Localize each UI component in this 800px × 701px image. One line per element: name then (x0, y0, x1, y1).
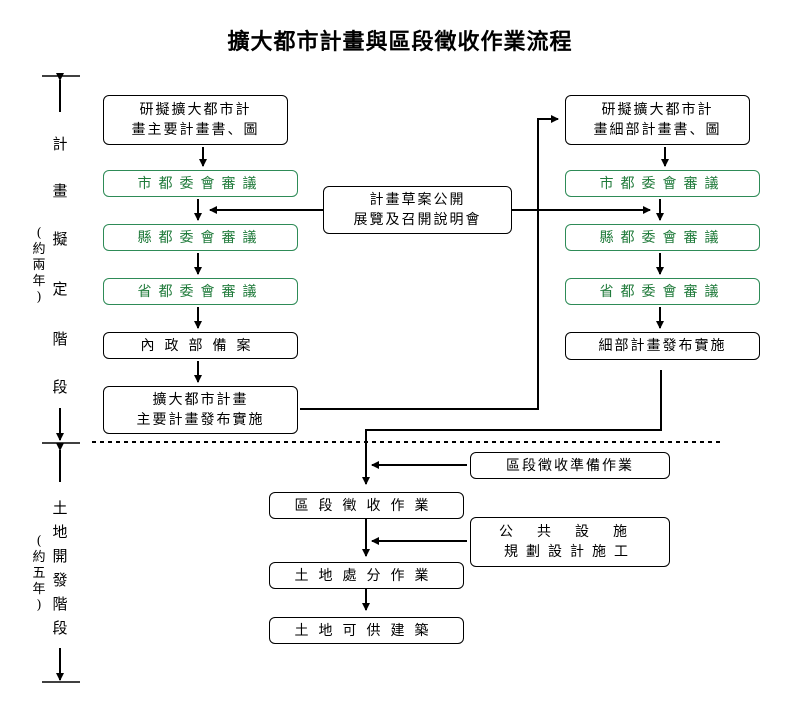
main-plan-draft-box: 研擬擴大都市計 畫主要計畫書、圖 (103, 95, 288, 145)
phase2-duration-char: ( (36, 534, 42, 549)
right-county-review-box: 縣都委會審議 (565, 224, 760, 251)
main-plan-draft-line2: 畫主要計畫書、圖 (131, 122, 260, 138)
phase2-label-char: 開 (52, 547, 68, 565)
phase1-label-char: 段 (52, 378, 68, 396)
main-plan-publish-line1: 擴大都市計畫 (152, 392, 249, 408)
public-exhibit-box: 計畫草案公開 展覽及召開說明會 (323, 186, 512, 234)
land-disposal-box: 土地處分作業 (269, 562, 464, 589)
interior-record-box: 內政部備案 (103, 332, 298, 359)
phase2-duration-char: 約 (32, 550, 46, 565)
right-city-review-box: 市都委會審議 (565, 170, 760, 197)
land-construction-box: 土地可供建築 (269, 617, 464, 644)
public-works-line1: 公共設施 (499, 524, 651, 540)
phase2-label-char: 地 (52, 523, 68, 541)
phase1-label-char: 計 (52, 135, 68, 153)
phase1-label-char: 階 (52, 330, 68, 348)
phase1-duration-char: 兩 (32, 258, 46, 273)
main-plan-draft-line1: 研擬擴大都市計 (139, 102, 252, 118)
detail-plan-draft-line2: 畫細部計畫書、圖 (593, 122, 722, 138)
phase1-label-char: 定 (52, 280, 68, 298)
phase2-label-char: 階 (52, 595, 68, 613)
main-plan-publish-box: 擴大都市計畫 主要計畫發布實施 (103, 386, 298, 434)
phase1-label-char: 畫 (52, 182, 68, 200)
expropriation-prep-box: 區段徵收準備作業 (470, 452, 670, 479)
phase2-duration-char: ) (36, 598, 42, 613)
main-plan-publish-line2: 主要計畫發布實施 (136, 412, 265, 428)
public-exhibit-line2: 展覽及召開說明會 (353, 212, 482, 228)
expropriation-box: 區段徵收作業 (269, 492, 464, 519)
arrow-main-to-detail (300, 115, 559, 410)
phase1-duration-char: ( (36, 226, 42, 241)
left-province-review-box: 省都委會審議 (103, 278, 298, 305)
detail-plan-publish-box: 細部計畫發布實施 (565, 332, 760, 360)
right-province-review-box: 省都委會審議 (565, 278, 760, 305)
detail-plan-draft-line1: 研擬擴大都市計 (601, 102, 714, 118)
phase1-label-char: 擬 (52, 230, 68, 248)
phase1-duration-char: ) (36, 290, 42, 305)
phase2-label-char: 土 (52, 499, 68, 517)
public-works-line2: 規劃設計施工 (504, 544, 636, 560)
left-county-review-box: 縣都委會審議 (103, 224, 298, 251)
page-title: 擴大都市計畫與區段徵收作業流程 (227, 30, 573, 55)
arrow-detail-to-expropriation (362, 370, 662, 485)
phase1-duration-char: 約 (32, 242, 46, 257)
public-works-box: 公共設施 規劃設計施工 (470, 517, 670, 567)
public-exhibit-line1: 計畫草案公開 (369, 192, 466, 208)
phase2-duration-char: 年 (32, 582, 46, 597)
phase2-label-char: 發 (52, 571, 68, 589)
phase1-duration-char: 年 (32, 274, 46, 289)
phase2-duration-char: 五 (32, 566, 46, 581)
left-city-review-box: 市都委會審議 (103, 170, 298, 197)
phase2-label-char: 段 (52, 619, 68, 637)
detail-plan-draft-box: 研擬擴大都市計 畫細部計畫書、圖 (565, 95, 750, 145)
